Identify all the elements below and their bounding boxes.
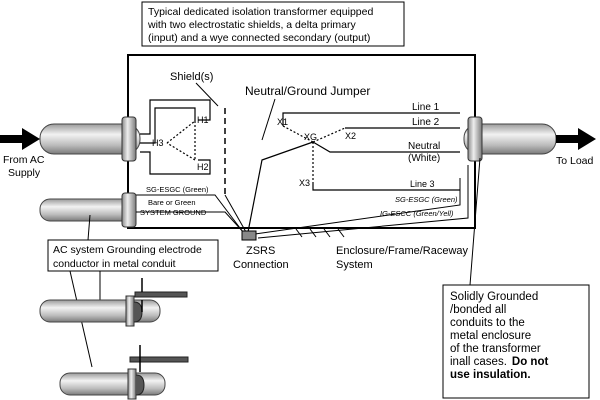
sg-esgc-right-label: SG-ESGC (Green) xyxy=(395,195,458,204)
ig-escc-label: IG-ESCC (Green/Yell) xyxy=(380,209,454,218)
left-callout-line2: conductor in metal conduit xyxy=(53,258,176,270)
white-label: (White) xyxy=(408,153,440,164)
shields-label: Shield(s) xyxy=(170,71,213,83)
enclosure-label-2: System xyxy=(336,259,373,271)
left-callout-box xyxy=(47,239,219,272)
left-callout-line1: AC system Grounding electrode xyxy=(53,244,202,256)
right-callout-line6: inall cases. Do not xyxy=(450,356,548,368)
top-callout-line3: (input) and a wye connected secondary (o… xyxy=(148,32,370,44)
line1-label: Line 1 xyxy=(412,102,440,113)
wye-secondary-winding xyxy=(282,112,460,191)
transformer-enclosure xyxy=(127,54,476,229)
zsrs-label-2: Connection xyxy=(233,259,289,271)
h2-label: H2 xyxy=(197,162,209,172)
h3-label: H3 xyxy=(152,138,164,148)
x2-label: X2 xyxy=(345,131,356,141)
zsrs-label-1: ZSRS xyxy=(246,245,275,257)
neutral-ground-jumper-wire xyxy=(247,141,314,233)
neutral-label: Neutral xyxy=(408,141,440,152)
line3-label: Line 3 xyxy=(410,179,435,189)
x1-label: X1 xyxy=(277,117,288,127)
zsrs-connection-block xyxy=(241,230,257,241)
enclosure-label-1: Enclosure/Frame/Raceway xyxy=(336,245,469,257)
incoming-conduit-fitting xyxy=(121,116,137,162)
top-callout-line2: with two electrostatic shields, a delta … xyxy=(147,19,356,31)
from-ac-label-1: From AC xyxy=(3,154,45,166)
sg-esgc-right-wire xyxy=(254,178,461,235)
ig-escc-wire xyxy=(257,165,469,239)
line2-label: Line 2 xyxy=(412,117,440,128)
left-callout-pointer-1 xyxy=(87,214,91,241)
neutral-ground-jumper-label: Neutral/Ground Jumper xyxy=(245,84,370,98)
right-callout-line5: of the transformer xyxy=(450,343,541,355)
right-callout-box xyxy=(442,284,590,399)
right-callout-line7: use insulation. xyxy=(450,369,531,381)
right-callout-line2: /bonded all xyxy=(450,304,506,316)
x3-label: X3 xyxy=(299,178,310,188)
system-ground-label: SYSTEM GROUND xyxy=(140,208,207,217)
right-callout-line3: conduits to the xyxy=(450,317,525,329)
h1-label: H1 xyxy=(197,115,209,125)
delta-primary-winding xyxy=(140,99,211,175)
top-callout-line1: Typical dedicated isolation transformer … xyxy=(148,6,373,18)
xg-label: XG xyxy=(304,132,317,142)
top-callout-box xyxy=(141,1,405,47)
right-callout-line6-b: Do not xyxy=(512,356,549,368)
jumper-pointer xyxy=(261,98,276,141)
right-callout-line1: Solidly Grounded xyxy=(450,291,538,303)
right-callout-line4: metal enclosure xyxy=(450,330,531,342)
conduit-detail-2 xyxy=(59,345,189,400)
enclosure-ground-hatch xyxy=(295,228,345,238)
conduit-detail-1 xyxy=(39,278,188,327)
system-ground-wire xyxy=(136,211,246,235)
to-load-arrow-icon xyxy=(556,128,596,150)
to-load-label: To Load xyxy=(556,155,594,167)
ground-conduit-fitting xyxy=(121,192,137,228)
from-ac-arrow-icon xyxy=(0,128,40,150)
sg-esgc-left-label: SG-ESGC (Green) xyxy=(146,185,209,194)
bare-or-green-label: Bare or Green xyxy=(148,198,196,207)
right-callout-pointer xyxy=(469,157,481,286)
shield-ground-wire xyxy=(224,194,247,233)
sg-esgc-left-wire xyxy=(136,194,244,233)
shields-pointer xyxy=(195,82,219,107)
outgoing-conduit-fitting xyxy=(467,116,483,162)
right-callout-line6-a: inall cases. xyxy=(450,356,507,368)
from-ac-label-2: Supply xyxy=(8,167,41,179)
